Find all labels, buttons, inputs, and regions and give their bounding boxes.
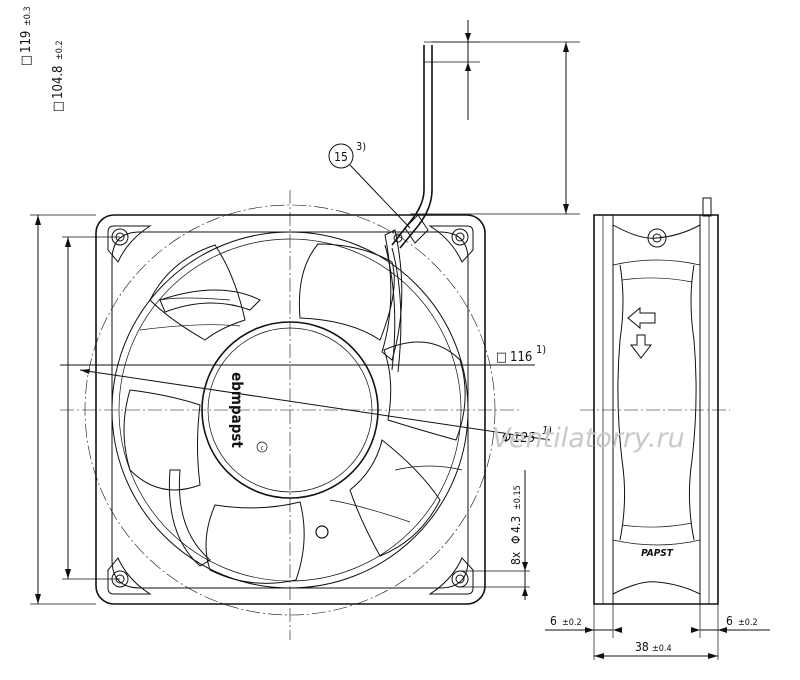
flange-left-tol: ±0.2 xyxy=(562,618,582,628)
dim-116-note: 1) xyxy=(536,343,546,356)
side-brand-label: PAPST xyxy=(641,548,674,559)
airflow-arrow-icon xyxy=(629,334,653,359)
dim-119-tol: ±0.3 xyxy=(23,6,33,26)
fan-blades xyxy=(123,243,466,584)
rotation-arrow-icon xyxy=(627,306,656,330)
balloon-15-note: 3) xyxy=(356,140,366,153)
dim-116-symbol: □ xyxy=(496,350,507,365)
balloon-15-value: 15 xyxy=(334,150,348,164)
flange-right-tol: ±0.2 xyxy=(738,618,758,628)
hole-dia-value: 4.3 xyxy=(509,516,523,533)
dim-116-value: 116 xyxy=(510,350,532,365)
frame-outline xyxy=(95,214,486,605)
hole-dia-tol: ±0.15 xyxy=(513,485,523,510)
balloon-15 xyxy=(328,143,354,169)
dim-104-8-symbol: □ xyxy=(51,101,66,112)
flange-left-value: 6 xyxy=(550,614,557,628)
front-dimensions: □ 119 ±0.3 □ 104.8 ±0.2 □ 116 1) Φ 125 1… xyxy=(19,6,580,605)
dim-119-value: 119 xyxy=(19,31,34,53)
front-view: c ebmpapst xyxy=(60,45,520,640)
svg-text:c: c xyxy=(261,445,264,452)
flange-right-value: 6 xyxy=(726,614,733,628)
depth-value: 38 xyxy=(635,640,649,654)
hub xyxy=(201,321,379,499)
depth-tol: ±0.4 xyxy=(652,644,672,654)
hub-brand-label: ebmpapst xyxy=(228,372,246,448)
hole-dia-symbol: Φ xyxy=(509,536,523,545)
dim-125-symbol: Φ xyxy=(502,431,511,446)
lead-wire xyxy=(384,45,433,373)
dim-125-value: 125 xyxy=(513,431,535,446)
dim-125-note: 1) xyxy=(542,424,552,437)
side-dimensions: 6 ±0.2 6 ±0.2 38 ±0.4 xyxy=(545,604,770,660)
dim-119-symbol: □ xyxy=(19,55,34,66)
hole-count: 8x xyxy=(509,551,523,565)
dim-104-8-value: 104.8 xyxy=(51,66,66,99)
watermark: Ventilatorry.ru xyxy=(492,423,685,454)
side-view: PAPST xyxy=(580,197,730,605)
dim-104-8-tol: ±0.2 xyxy=(55,40,65,60)
